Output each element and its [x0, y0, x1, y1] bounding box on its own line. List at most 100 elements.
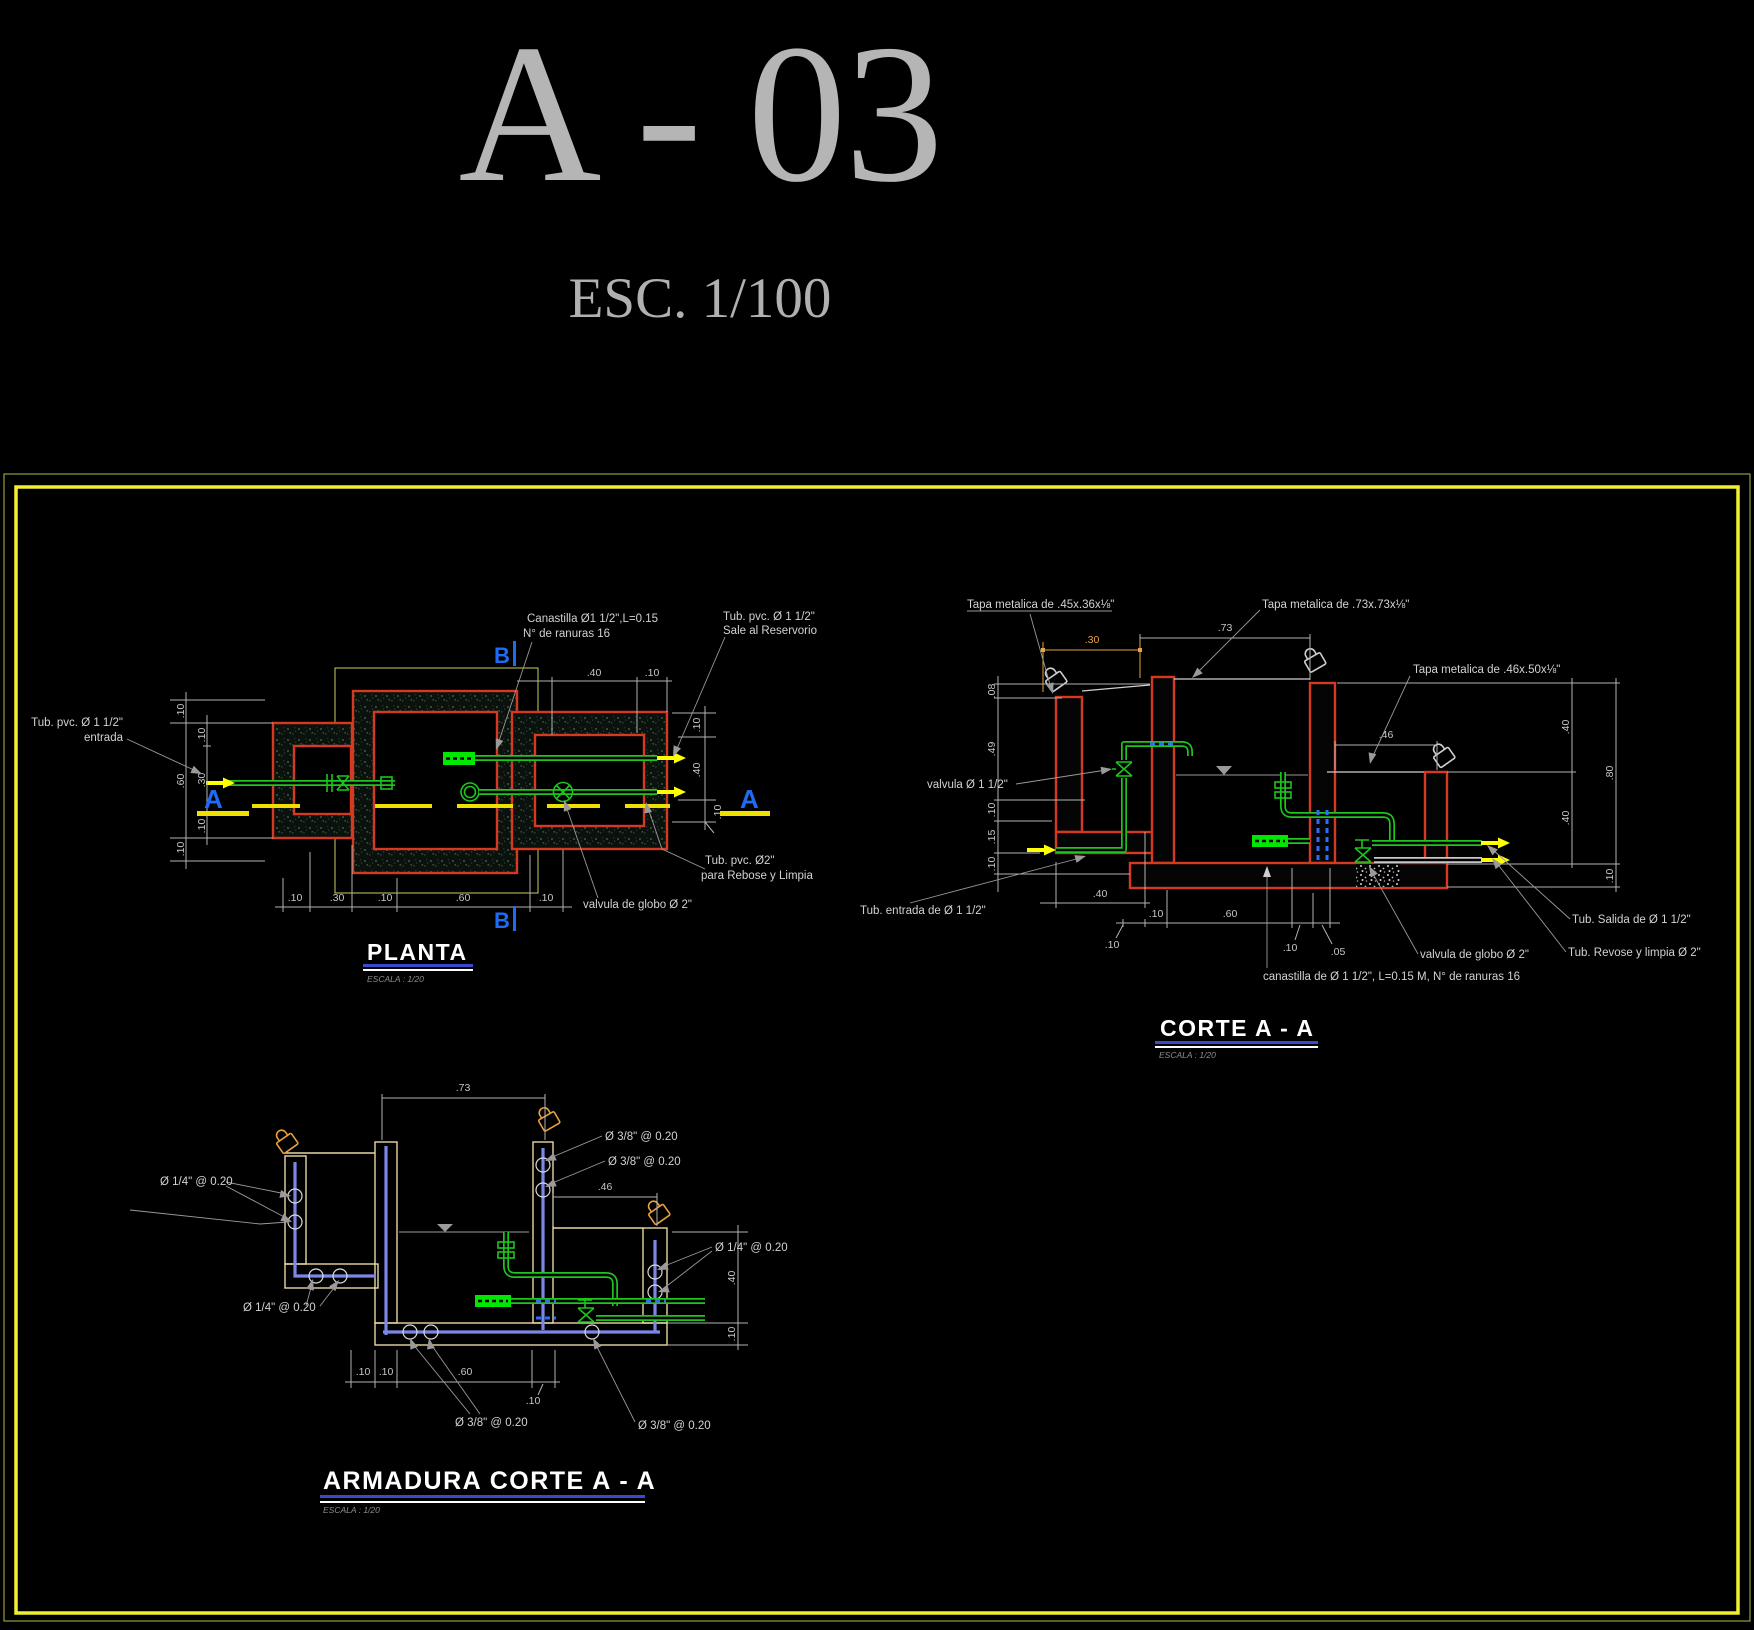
- label-tapa-45: Tapa metalica de .45x.36x⅛": [967, 599, 1114, 611]
- armadura-dim-46: .46: [598, 1181, 613, 1193]
- flow-arrow-in: [1027, 844, 1056, 856]
- armadura-water: [399, 1224, 529, 1233]
- water-level-symbol: [437, 1224, 453, 1232]
- planta-dim-b-10b: .10: [378, 892, 393, 904]
- planta-dim-top-10: .10: [645, 667, 660, 679]
- armadura-view-title: ARMADURA CORTE A - A: [323, 1467, 656, 1495]
- planta-dim-lo-10b: .10: [175, 842, 187, 857]
- flow-arrow-out-1: [1481, 837, 1510, 849]
- padlock-icon: [270, 1125, 300, 1155]
- marker-a-right-underline: [720, 811, 770, 816]
- water-level-symbol: [1216, 766, 1232, 775]
- armadura-dim-b-10b: .10: [379, 1366, 394, 1378]
- label-tub-entrada-1: Tub. pvc. Ø 1 1/2": [31, 717, 123, 729]
- corte-water: [1176, 766, 1308, 776]
- corte-tank-right-wall: [1308, 681, 1337, 865]
- planta-right-chamber-interior: [533, 733, 646, 828]
- label-rebar-14-bottom: Ø 1/4" @ 0.20: [243, 1302, 316, 1314]
- planta-pipes: [228, 752, 657, 803]
- corte-dim-b-60: .60: [1223, 908, 1238, 920]
- planta-dim-top-40: .40: [587, 667, 602, 679]
- sheet-scale: ESC. 1/100: [568, 267, 832, 330]
- border-inner-line: [14, 485, 1740, 1615]
- pipe-wall-crossing-dashes: [1150, 742, 1329, 863]
- armadura-dimensions: .73 .46 .40 .10 .10 .10 .60 .10: [345, 1082, 748, 1407]
- canastilla-strainer: [443, 752, 475, 765]
- planta-dim-li-30: .30: [196, 773, 208, 788]
- pipe-wall-crossing-dashes: [536, 1299, 666, 1320]
- planta-dim-b-60: .60: [456, 892, 471, 904]
- corte-title-block: CORTE A - A ESCALA : 1/20: [1155, 1015, 1318, 1060]
- armadura-labels: Ø 1/4" @ 0.20 Ø 1/4" @ 0.20 Ø 3/8" @ 0.2…: [160, 1131, 788, 1432]
- planta-dimensions: .40 .10 .10 .60 .10 .10 .30 .10 .10 .40 …: [170, 667, 724, 912]
- corte-dim-ri-40a: .40: [1560, 720, 1572, 735]
- armadura-title-block: ARMADURA CORTE A - A ESCALA : 1/20: [320, 1467, 656, 1515]
- corte-dimensions: .30 .73 .46 .08 .49 .10 .15 .10 .40 .40 …: [986, 622, 1620, 958]
- planta-labels: Tub. pvc. Ø 1 1/2" entrada Canastilla Ø1…: [31, 611, 817, 911]
- section-marker-b-bottom: B: [494, 908, 510, 933]
- globe-valve-symbol: [1354, 839, 1372, 863]
- label-tub-rebose: Tub. Revose y limpia Ø 2": [1568, 947, 1701, 959]
- armadura-leaders: [129, 1135, 713, 1423]
- planta-markers: B B A A: [197, 641, 770, 933]
- label-canastilla: canastilla de Ø 1 1/2", L=0.15 M, N° de …: [1263, 971, 1520, 983]
- corte-dim-l-10b: .10: [986, 857, 998, 872]
- padlock-icon: [1039, 663, 1069, 693]
- planta-title-block: PLANTA ESCALA : 1/20: [363, 939, 473, 984]
- planta-centerline: [206, 752, 686, 808]
- padlock-icon: [533, 1103, 562, 1133]
- label-tapa-46: Tapa metalica de .46x.50x⅛": [1413, 664, 1560, 676]
- metal-lid-lines: [1081, 678, 1424, 773]
- corte-dim-l-10: .10: [986, 803, 998, 818]
- planta-view: .40 .10 .10 .60 .10 .10 .30 .10 .10 .40 …: [31, 611, 817, 984]
- label-tub-rebose-2: para Rebose y Limpia: [701, 870, 813, 882]
- label-canastilla-1: Canastilla Ø1 1/2",L=0.15: [527, 613, 658, 625]
- armadura-lid-lines: [285, 1152, 643, 1229]
- marker-a-left-underline: [197, 811, 249, 816]
- label-tapa-73: Tapa metalica de .73x.73x⅛": [1262, 599, 1409, 611]
- armadura-dim-b-10a: .10: [356, 1366, 371, 1378]
- armadura-dim-r-10: .10: [726, 1327, 738, 1342]
- label-valvula-globo: valvula de globo Ø 2": [583, 899, 692, 911]
- label-tub-sale-2: Sale al Reservorio: [723, 625, 817, 637]
- corte-labels: Tapa metalica de .45x.36x⅛" Tapa metalic…: [860, 599, 1701, 983]
- corte-view: .30 .73 .46 .08 .49 .10 .15 .10 .40 .40 …: [860, 599, 1701, 1060]
- corte-dim-ro-80: .80: [1604, 766, 1616, 781]
- corte-dim-l-08: .08: [986, 684, 998, 699]
- corte-dim-ri-40b: .40: [1560, 811, 1572, 826]
- label-tub-entrada: Tub. entrada de Ø 1 1/2": [860, 905, 986, 917]
- padlock-icon: [1427, 739, 1457, 769]
- label-rebar-14-right: Ø 1/4" @ 0.20: [715, 1242, 788, 1254]
- corte-dim-b-10: .10: [1149, 908, 1164, 920]
- corte-leaders: [909, 609, 1571, 968]
- rebar-left-wall: [293, 1162, 376, 1278]
- border-outer-line: [3, 473, 1751, 1622]
- corte-dim-b-10jog: .10: [1105, 939, 1120, 951]
- label-rebar-38-top1: Ø 3/8" @ 0.20: [605, 1131, 678, 1143]
- label-tub-entrada-2: entrada: [84, 732, 124, 744]
- corte-dim-b-10c: .10: [1283, 942, 1298, 954]
- planta-dim-r-40: .40: [691, 763, 703, 778]
- armadura-view: .73 .46 .40 .10 .10 .10 .60 .10: [129, 1082, 788, 1515]
- label-valvula-globo: valvula de globo Ø 2": [1420, 949, 1529, 961]
- corte-dim-l-15: .15: [986, 830, 998, 845]
- inlet-valve-symbol: [326, 774, 350, 792]
- valve-symbol: [1112, 761, 1133, 777]
- armadura-dim-b-60: .60: [458, 1366, 473, 1378]
- corte-dim-46: .46: [1379, 729, 1394, 741]
- corte-outer-right-wall: [1423, 770, 1449, 865]
- overflow-pipe: [1280, 772, 1395, 846]
- section-marker-a-right: A: [740, 784, 759, 814]
- corte-middle-wall: [1150, 675, 1176, 865]
- corte-gravel-drain: [1356, 864, 1400, 887]
- armadura-rebar: [287, 1146, 663, 1340]
- planta-view-title: PLANTA: [367, 939, 468, 965]
- planta-leaders: [126, 636, 726, 899]
- armadura-floor-slab: [374, 1322, 668, 1346]
- label-valvula: valvula Ø 1 1/2": [927, 779, 1008, 791]
- planta-dim-b-10c: .10: [539, 892, 554, 904]
- corte-dim-30: .30: [1085, 634, 1100, 646]
- padlock-icon: [1299, 644, 1328, 674]
- armadura-pipes: [475, 1232, 705, 1323]
